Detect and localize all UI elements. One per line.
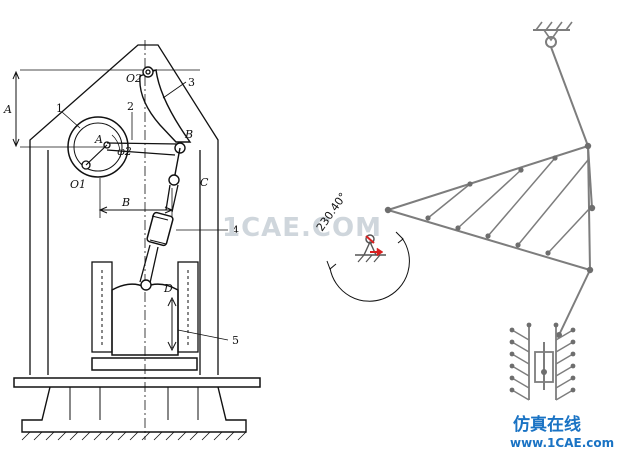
top-pivot — [545, 36, 557, 48]
label-A: A — [94, 133, 103, 146]
label-O1: O1 — [70, 178, 86, 191]
turnbuckle — [146, 211, 174, 247]
base-ribs — [69, 387, 199, 420]
slider-block — [534, 351, 554, 383]
label-part-5: 5 — [232, 334, 239, 347]
label-part-4: 4 — [232, 224, 239, 237]
lower-link — [558, 269, 591, 336]
label-phi2: φ2 — [117, 145, 132, 158]
bed — [13, 377, 261, 388]
right-linkage-simulation — [355, 21, 593, 390]
dim-A-arrows — [12, 70, 20, 148]
rocker-arm — [550, 46, 589, 147]
top-support — [543, 29, 559, 42]
joint-D — [140, 279, 152, 291]
angle-arrow-bottom — [326, 260, 337, 270]
watermark: 1CAE.COM — [222, 213, 382, 243]
pivot-ground-hatch — [357, 254, 381, 263]
mechanism-joints — [384, 142, 596, 338]
frame-outline — [29, 44, 219, 375]
plate-outline — [387, 144, 592, 272]
label-part-1: 1 — [56, 102, 63, 115]
table — [91, 357, 198, 371]
slider-guides — [511, 325, 574, 401]
leader-3 — [162, 81, 187, 99]
plate-right-edge — [587, 145, 593, 209]
slider-arrow-heads — [167, 296, 177, 352]
angle-dimension — [326, 231, 410, 302]
joint-O2-inner — [145, 69, 151, 75]
label-B: B — [184, 128, 193, 141]
label-C: C — [200, 176, 209, 189]
label-dim-B: B — [121, 196, 130, 209]
joint-O2 — [142, 66, 154, 78]
phi2-arc — [111, 134, 121, 151]
base-feet — [21, 386, 247, 433]
pivot-support — [363, 240, 377, 256]
rail-right-hatch — [555, 329, 574, 401]
plate-hatch — [427, 157, 591, 254]
turnbuckle-hex — [149, 215, 169, 245]
label-part-3: 3 — [188, 76, 195, 89]
joint-C — [168, 174, 180, 186]
label-part-2: 2 — [127, 100, 134, 113]
pivot-left — [365, 234, 375, 244]
rail-dots — [509, 322, 576, 393]
crank-disc-inner — [73, 122, 123, 172]
top-ground-hatch — [535, 21, 573, 31]
site-logo: 仿真在线 www.1CAE.com — [510, 414, 614, 450]
logo-chinese: 仿真在线 — [513, 414, 581, 435]
crank-O1-A — [85, 144, 108, 166]
angle-arrow-top — [395, 231, 404, 244]
coupler-2 — [106, 142, 179, 156]
label-D: D — [163, 282, 173, 295]
leader-5 — [177, 329, 229, 341]
rail-left-hatch — [511, 329, 530, 401]
connecting-rod-4 — [165, 184, 179, 213]
rocker-3 — [139, 69, 192, 143]
label-O2: O2 — [126, 72, 142, 85]
angle-arc — [329, 237, 410, 302]
left-press-mechanism — [12, 40, 261, 441]
logo-url: www.1CAE.com — [510, 436, 614, 450]
crank-disc-1 — [67, 116, 129, 178]
pivot-red-accents — [365, 235, 384, 257]
label-dim-A: A — [3, 103, 12, 116]
ground-hatch — [21, 431, 247, 441]
rod-lower — [139, 244, 159, 284]
leader-1 — [61, 111, 81, 129]
left-labels: O2 O1 A B C D φ2 A B 1 2 3 4 5 — [3, 72, 239, 347]
